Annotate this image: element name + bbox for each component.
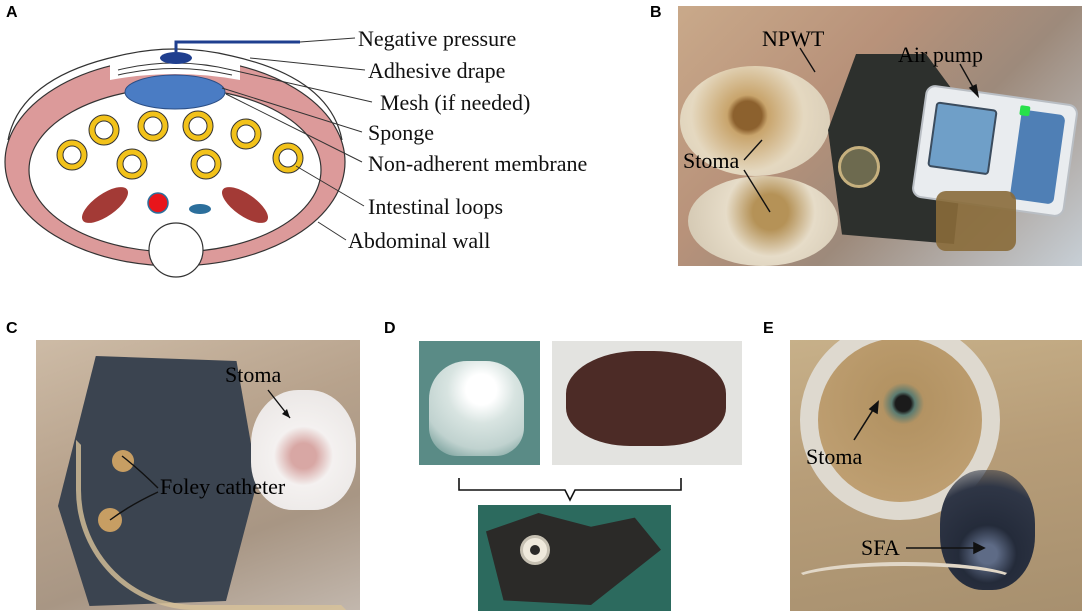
- stoma-bag-upper: [680, 66, 830, 176]
- panel-d-cut-sponge-photo: [478, 505, 671, 611]
- label-e-stoma: Stoma: [806, 444, 863, 469]
- brown-sponge: [566, 351, 726, 446]
- label-e-sfa: SFA: [861, 535, 900, 560]
- loop: [231, 119, 261, 149]
- panel-c-photo: [36, 340, 360, 610]
- pump-canister: [936, 191, 1016, 251]
- aorta: [147, 192, 169, 214]
- sfa-tube: [790, 562, 1018, 600]
- panel-b-letter: B: [650, 4, 662, 21]
- npwt-port: [838, 146, 880, 188]
- silicone-flange: [429, 361, 524, 456]
- stoma-bag-lower: [688, 176, 838, 266]
- sponge: [124, 74, 226, 110]
- sponge-ring: [520, 535, 550, 565]
- panel-b-photo: [678, 6, 1082, 266]
- label-sponge: Sponge: [368, 120, 434, 145]
- label-c-stoma: Stoma: [225, 362, 282, 387]
- label-membrane: Non-adherent membrane: [368, 151, 588, 176]
- label-intestinal-loops: Intestinal loops: [368, 194, 504, 219]
- label-c-foley: Foley catheter: [160, 474, 286, 499]
- wall-opening: [110, 50, 240, 80]
- pressure-tube: [174, 40, 300, 52]
- panel-d-sponge-photo: [552, 341, 742, 465]
- psoas-right: [222, 187, 268, 223]
- vena-cava: [189, 204, 211, 214]
- label-negative-pressure: Negative pressure: [358, 26, 517, 51]
- label-mesh: Mesh (if needed): [380, 90, 531, 115]
- loop: [57, 140, 87, 170]
- loop: [138, 111, 168, 141]
- panel-e-letter: E: [763, 320, 774, 337]
- intestinal-loops: [57, 111, 303, 179]
- label-b-air-pump: Air pump: [898, 42, 983, 67]
- vertebra: [148, 222, 204, 278]
- label-b-stoma: Stoma: [683, 148, 740, 173]
- abdomen-cross-section-diagram: [4, 37, 373, 278]
- loop: [273, 143, 303, 173]
- label-b-npwt: NPWT: [762, 26, 825, 51]
- panel-e-photo: [790, 340, 1082, 611]
- panel-d-tube-photo: [419, 341, 540, 465]
- loop: [89, 115, 119, 145]
- label-abdominal-wall: Abdominal wall: [348, 228, 491, 253]
- pressure-port: [160, 52, 192, 64]
- loop: [183, 111, 213, 141]
- catheter-tip-upper: [112, 450, 134, 472]
- loop: [191, 149, 221, 179]
- loop: [117, 149, 147, 179]
- psoas-left: [82, 187, 128, 223]
- panel-d-letter: D: [384, 320, 396, 337]
- panel-c-letter: C: [6, 320, 18, 337]
- drape-layer-3: [117, 68, 233, 76]
- panel-a-letter: A: [6, 4, 18, 21]
- label-adhesive-drape: Adhesive drape: [368, 58, 506, 83]
